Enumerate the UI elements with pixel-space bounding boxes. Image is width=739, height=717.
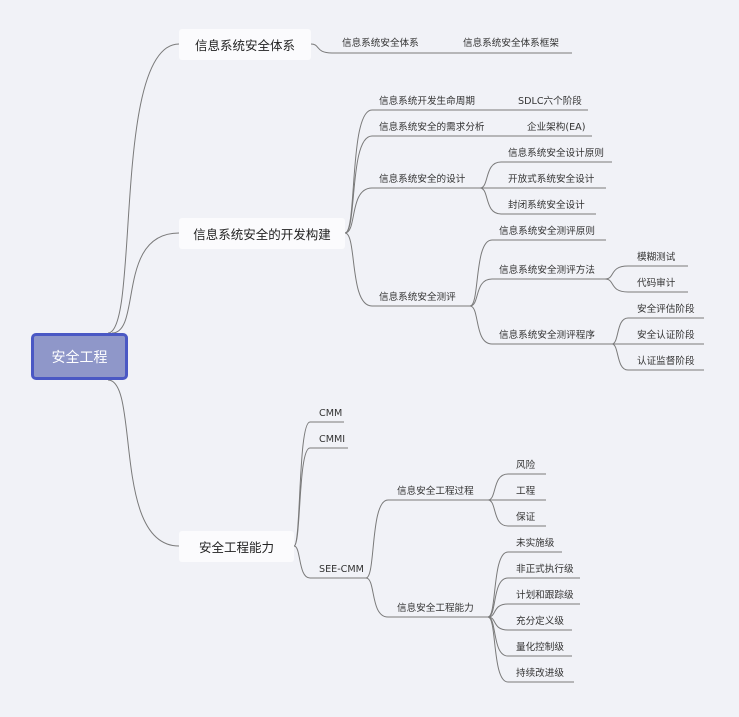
- node-level-not-performed[interactable]: 未实施级: [516, 538, 555, 549]
- edge-b3-c3-c1: [365, 499, 488, 579]
- branch-node-dev-build[interactable]: 信息系统安全的开发构建: [179, 218, 345, 249]
- node-level-quantitative[interactable]: 量化控制级: [516, 642, 564, 653]
- edge-b2-c4-c3-c1: [611, 317, 704, 345]
- node-assurance[interactable]: 保证: [516, 512, 536, 523]
- edge-b2-c4: [344, 232, 470, 307]
- node-security-evaluation[interactable]: 信息系统安全测评: [379, 292, 456, 303]
- node-level-defined[interactable]: 充分定义级: [516, 616, 564, 627]
- node-cmmi[interactable]: CMMI: [319, 434, 346, 445]
- node-sdlc-six-stages[interactable]: SDLC六个阶段: [518, 96, 582, 107]
- edge-b3-c3-c1-c3: [487, 499, 546, 527]
- node-eng-capability[interactable]: 信息安全工程能力: [397, 603, 474, 614]
- node-certification-stage[interactable]: 安全认证阶段: [637, 330, 695, 341]
- edge-b2-c3-c3: [479, 187, 596, 215]
- edge-b2-c4-c1: [469, 239, 606, 307]
- node-code-audit[interactable]: 代码审计: [637, 278, 676, 289]
- edge-b1-c1: [310, 43, 440, 54]
- node-open-system-design[interactable]: 开放式系统安全设计: [508, 174, 595, 185]
- branch-node-security-system[interactable]: 信息系统安全体系: [179, 29, 311, 60]
- edge-b2-c3: [344, 187, 480, 234]
- edge-b3-c3-c1-c1: [487, 473, 546, 501]
- node-sdlc[interactable]: 信息系统开发生命周期: [379, 96, 475, 107]
- node-evaluation-methods[interactable]: 信息系统安全测评方法: [499, 265, 595, 276]
- node-risk[interactable]: 风险: [516, 460, 536, 471]
- node-requirements[interactable]: 信息系统安全的需求分析: [379, 122, 485, 133]
- node-assessment-stage[interactable]: 安全评估阶段: [637, 304, 695, 315]
- edge-root-b3: [107, 379, 180, 547]
- edge-b3-c3-c2-c1: [487, 551, 562, 618]
- node-evaluation-procedure[interactable]: 信息系统安全测评程序: [499, 330, 595, 341]
- node-info-system-security[interactable]: 信息系统安全体系: [342, 38, 419, 49]
- node-eng-process[interactable]: 信息安全工程过程: [397, 486, 474, 497]
- node-level-informal[interactable]: 非正式执行级: [516, 564, 574, 575]
- branch-node-engineering-capability[interactable]: 安全工程能力: [179, 531, 294, 562]
- node-supervision-stage[interactable]: 认证监督阶段: [637, 356, 695, 367]
- edge-b3-c3-c2: [365, 577, 488, 618]
- node-see-cmm[interactable]: SEE-CMM: [319, 564, 364, 575]
- node-design-principles[interactable]: 信息系统安全设计原则: [508, 148, 604, 159]
- edge-root-b1: [107, 43, 180, 334]
- edge-b2-c4-c3: [469, 305, 612, 345]
- node-fuzz-testing[interactable]: 模糊测试: [637, 252, 676, 263]
- node-cmm[interactable]: CMM: [319, 408, 343, 419]
- edge-b2-c2: [344, 135, 500, 234]
- edge-b2-c3-c1: [479, 161, 612, 189]
- node-enterprise-architecture[interactable]: 企业架构(EA): [527, 122, 586, 133]
- edge-b2-c4-c3-c3: [611, 343, 704, 371]
- edge-b2-c4-c2: [469, 278, 605, 307]
- node-level-planned[interactable]: 计划和跟踪级: [516, 590, 574, 601]
- edge-b3-c3-c2-c3: [487, 603, 580, 618]
- edge-b2-c1: [344, 109, 500, 234]
- edge-b2-c4-c2-c2: [604, 278, 688, 293]
- edge-b3-c3-c2-c2: [487, 577, 580, 618]
- edge-b2-c4-c2-c1: [604, 265, 688, 280]
- edge-b3-c3: [293, 545, 366, 579]
- node-security-design[interactable]: 信息系统安全的设计: [379, 174, 466, 185]
- edge-b3-c2: [293, 447, 348, 547]
- edge-root-b2: [111, 232, 180, 334]
- root-node[interactable]: 安全工程: [31, 333, 128, 380]
- node-engineering[interactable]: 工程: [516, 486, 536, 497]
- node-evaluation-principles[interactable]: 信息系统安全测评原则: [499, 226, 595, 237]
- node-level-continuous[interactable]: 持续改进级: [516, 668, 564, 679]
- node-security-framework[interactable]: 信息系统安全体系框架: [463, 38, 559, 49]
- node-closed-system-design[interactable]: 封闭系统安全设计: [508, 200, 585, 211]
- edge-b3-c3-c2-c6: [487, 616, 574, 683]
